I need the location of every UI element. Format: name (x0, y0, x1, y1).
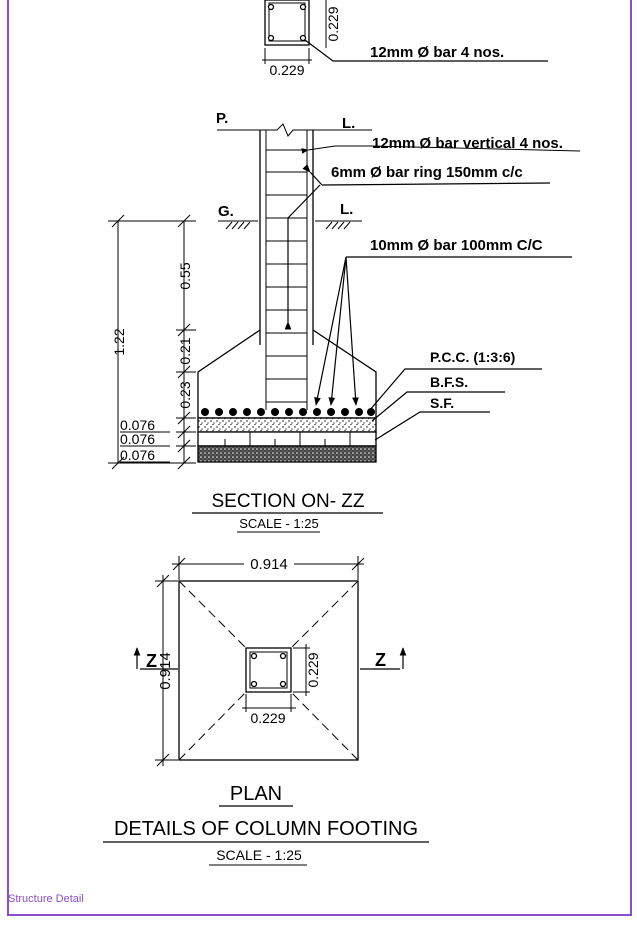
section-dimensions (108, 214, 196, 470)
pl-right-label: L. (342, 115, 355, 132)
plan-col-height: 0.229 (305, 652, 321, 687)
dim-upper: 0.55 (177, 262, 193, 289)
ring-bars-note: 6mm Ø bar ring 150mm c/c (331, 164, 523, 181)
pcc-label: P.C.C. (1:3:6) (430, 349, 515, 365)
main-title: DETAILS OF COLUMN FOOTING (114, 818, 418, 840)
base-bars (201, 408, 375, 416)
main-scale: SCALE - 1:25 (216, 847, 302, 863)
bfs-label: B.F.S. (430, 374, 468, 390)
plan-width: 0.914 (250, 556, 288, 573)
section-scale: SCALE - 1:25 (239, 516, 319, 531)
plan-height: 0.914 (157, 652, 174, 690)
z-left-marker: Z (146, 651, 157, 671)
top-dim-bottom: 0.229 (269, 62, 304, 78)
footer-label: Structure Detail (8, 893, 84, 905)
dim-lower: 0.23 (177, 381, 193, 408)
section-title: SECTION ON- ZZ (211, 491, 364, 512)
dim-total: 1.22 (111, 328, 127, 355)
top-bar-note: 12mm Ø bar 4 nos. (370, 44, 504, 61)
gl-left-label: G. (218, 203, 234, 220)
dim-layer-1: 0.076 (120, 417, 155, 433)
base-bars-note: 10mm Ø bar 100mm C/C (370, 237, 543, 254)
top-dim-side: 0.229 (325, 6, 341, 41)
pl-left-label: P. (216, 110, 228, 127)
dim-layer-2: 0.076 (120, 431, 155, 447)
gl-right-label: L. (340, 201, 353, 218)
column-cross-section (262, 0, 548, 64)
plan-title: PLAN (230, 783, 282, 805)
dim-mid: 0.21 (177, 337, 193, 364)
page-frame (7, 0, 632, 916)
sf-label: S.F. (430, 395, 454, 411)
z-right-marker: Z (375, 650, 386, 670)
section-leaders (284, 145, 581, 441)
dim-layer-3: 0.076 (120, 447, 155, 463)
plan-width-label-bg (244, 556, 294, 572)
footing-section (197, 123, 377, 463)
vertical-bars-note: 12mm Ø bar vertical 4 nos. (372, 135, 563, 152)
plan-col-width: 0.229 (250, 710, 285, 726)
plan-view (133, 556, 407, 767)
